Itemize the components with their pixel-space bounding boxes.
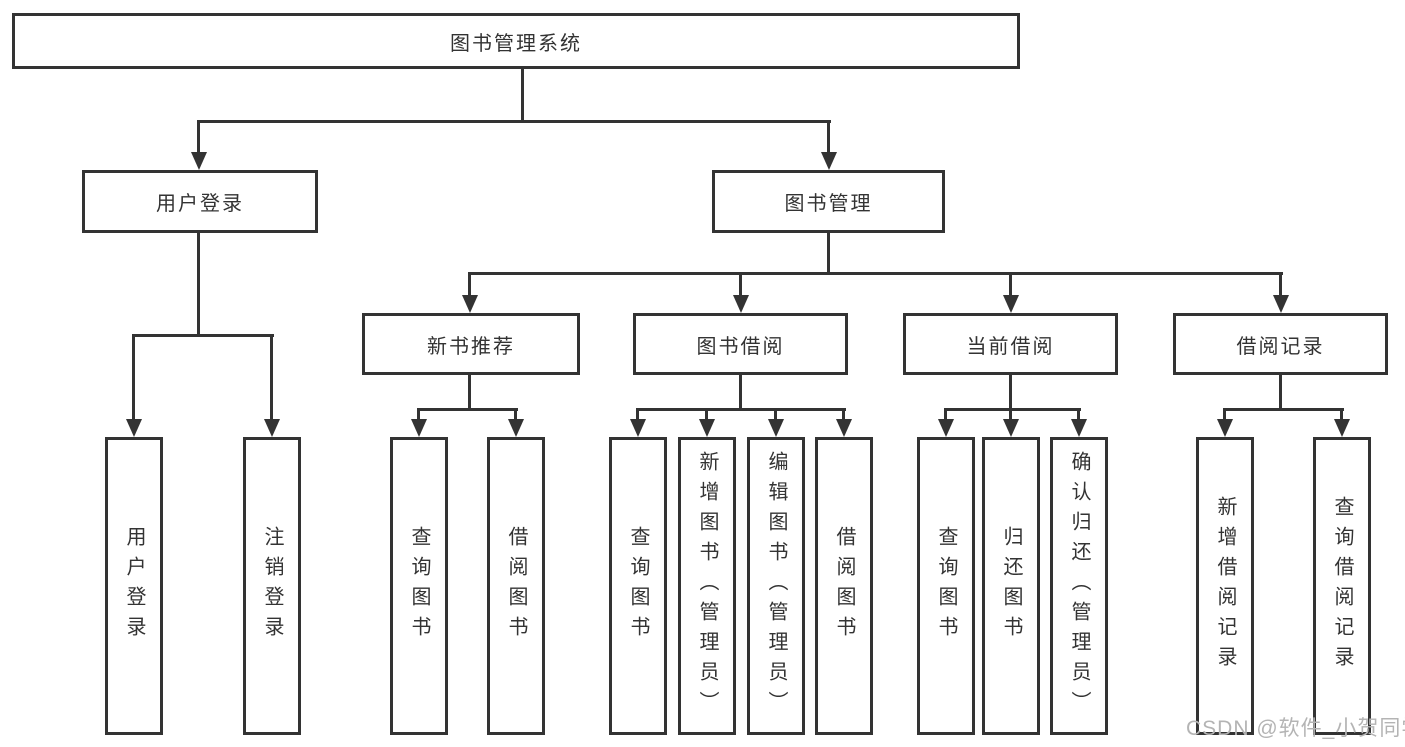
edge-leaf xyxy=(944,408,947,425)
arrowhead xyxy=(733,295,749,313)
node-label: 借阅图书 xyxy=(833,526,855,646)
edge-user-login-stem xyxy=(197,233,200,334)
arrowhead xyxy=(508,419,524,437)
edge-leaf xyxy=(774,408,777,425)
arrowhead xyxy=(630,419,646,437)
arrowhead xyxy=(1003,419,1019,437)
edge-leaf xyxy=(636,408,639,425)
node-label: 图书借阅 xyxy=(696,335,785,358)
edge-to-book-management xyxy=(827,120,830,158)
node-label: 新增借阅记录 xyxy=(1214,496,1236,676)
edge-new-book-rail xyxy=(417,408,518,411)
arrowhead xyxy=(1334,419,1350,437)
edge-borrow-record-stem xyxy=(1279,375,1282,408)
edge-leaf xyxy=(1009,408,1012,425)
edge-book-mgmt-rail xyxy=(468,272,1283,275)
leaf-query-books-newbook: 查询图书 xyxy=(390,437,448,735)
node-current-borrow: 当前借阅 xyxy=(903,313,1118,375)
edge-book-borrow-stem xyxy=(739,375,742,408)
edge-current-borrow-rail xyxy=(944,408,1081,411)
edge-borrow-record-rail xyxy=(1223,408,1344,411)
node-user-login: 用户登录 xyxy=(82,170,318,233)
leaf-add-book-admin: 新增图书（管理员） xyxy=(678,437,736,735)
node-book-borrow: 图书借阅 xyxy=(633,313,848,375)
node-label: 查询图书 xyxy=(935,526,957,646)
edge-new-book-stem xyxy=(468,375,471,408)
arrowhead xyxy=(1217,419,1233,437)
edge-leaf xyxy=(417,408,420,425)
node-label: 注销登录 xyxy=(261,526,283,646)
node-label: 确认归还（管理员） xyxy=(1068,451,1090,721)
leaf-edit-book-admin: 编辑图书（管理员） xyxy=(747,437,805,735)
edge-leaf xyxy=(514,408,517,425)
leaf-confirm-return-admin: 确认归还（管理员） xyxy=(1050,437,1108,735)
node-book-management: 图书管理 xyxy=(712,170,945,233)
arrowhead xyxy=(264,419,280,437)
edge-to-user-login xyxy=(197,120,200,158)
edge-leaf xyxy=(1077,408,1080,425)
node-label: 查询图书 xyxy=(627,526,649,646)
edge-leaf xyxy=(1340,408,1343,425)
edge-to-borrow-record xyxy=(1279,272,1282,301)
node-label: 新书推荐 xyxy=(427,335,515,358)
edge-leaf xyxy=(1223,408,1226,425)
arrowhead xyxy=(126,419,142,437)
leaf-add-borrow-record: 新增借阅记录 xyxy=(1196,437,1254,735)
arrowhead xyxy=(938,419,954,437)
node-library-system: 图书管理系统 xyxy=(12,13,1020,69)
edge-user-login-rail xyxy=(132,334,274,337)
node-label: 归还图书 xyxy=(1000,526,1022,646)
edge-leaf xyxy=(705,408,708,425)
leaf-query-books-borrow: 查询图书 xyxy=(609,437,667,735)
edge-to-leaf-logout xyxy=(270,334,273,425)
arrowhead xyxy=(191,152,207,170)
edge-to-current-borrow xyxy=(1009,272,1012,301)
leaf-borrow-books-newbook: 借阅图书 xyxy=(487,437,545,735)
node-label: 借阅记录 xyxy=(1236,335,1325,358)
arrowhead xyxy=(821,152,837,170)
edge-root-stem xyxy=(521,69,524,120)
arrowhead xyxy=(1003,295,1019,313)
node-label: 图书管理系统 xyxy=(450,32,582,55)
edge-book-borrow-rail xyxy=(636,408,846,411)
node-label: 图书管理 xyxy=(784,193,873,215)
arrowhead xyxy=(836,419,852,437)
node-label: 用户登录 xyxy=(123,526,145,646)
edge-to-book-borrow xyxy=(739,272,742,301)
node-label: 查询图书 xyxy=(408,526,430,646)
edge-to-leaf-user-login xyxy=(132,334,135,425)
node-label: 借阅图书 xyxy=(505,526,527,646)
csdn-watermark: CSDN @软件_小贺同学 xyxy=(1186,717,1405,740)
node-label: 编辑图书（管理员） xyxy=(765,451,787,721)
node-label: 新增图书（管理员） xyxy=(696,451,718,721)
arrowhead xyxy=(411,419,427,437)
arrowhead xyxy=(768,419,784,437)
edge-to-new-book xyxy=(468,272,471,301)
node-label: 查询借阅记录 xyxy=(1331,496,1353,676)
arrowhead xyxy=(1273,295,1289,313)
edge-leaf xyxy=(842,408,845,425)
node-new-book-recommend: 新书推荐 xyxy=(362,313,580,375)
node-label: 用户登录 xyxy=(156,193,244,215)
leaf-query-books-current: 查询图书 xyxy=(917,437,975,735)
leaf-logout: 注销登录 xyxy=(243,437,301,735)
arrowhead xyxy=(462,295,478,313)
edge-root-rail xyxy=(197,120,831,123)
node-borrow-records: 借阅记录 xyxy=(1173,313,1388,375)
edge-book-mgmt-stem xyxy=(827,233,830,272)
arrowhead xyxy=(699,419,715,437)
edge-current-borrow-stem xyxy=(1009,375,1012,408)
leaf-borrow-books-borrow: 借阅图书 xyxy=(815,437,873,735)
leaf-query-borrow-record: 查询借阅记录 xyxy=(1313,437,1371,735)
leaf-return-books: 归还图书 xyxy=(982,437,1040,735)
arrowhead xyxy=(1071,419,1087,437)
node-label: 当前借阅 xyxy=(966,335,1055,358)
leaf-user-login: 用户登录 xyxy=(105,437,163,735)
